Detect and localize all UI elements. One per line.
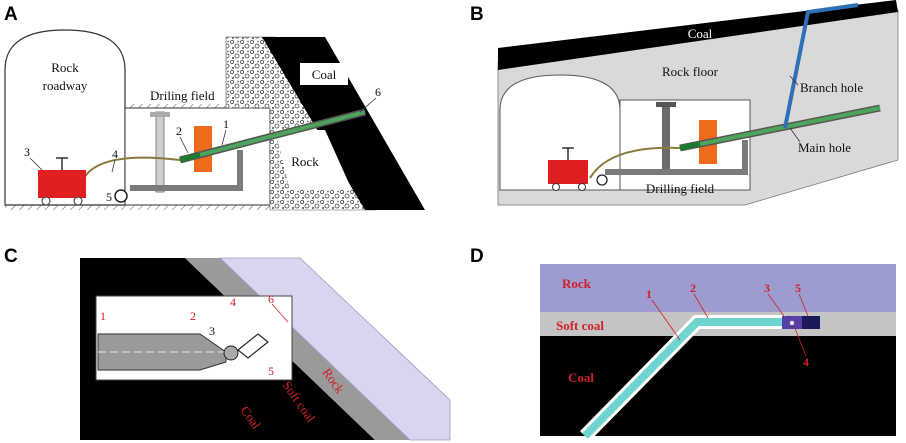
rock-roadway-label-line1: Rock	[51, 60, 79, 75]
pump-wheel-right	[73, 196, 83, 206]
pump-wheel-left	[552, 183, 560, 191]
coal-label: Coal	[688, 26, 713, 41]
label-4: 4	[803, 355, 809, 369]
label-2: 2	[176, 124, 182, 138]
leader-1	[221, 129, 227, 146]
drilling-field-label: Driling field	[150, 88, 215, 103]
panel-c: C 1 2 3 4 5 6 Coal Soft coal Rock	[4, 246, 451, 441]
pump-cart	[38, 170, 86, 198]
leader-1	[651, 299, 681, 341]
column-cap	[150, 112, 170, 117]
leader-6	[271, 303, 289, 323]
rock-block	[275, 130, 352, 190]
roadway-arch	[499, 74, 621, 191]
coal-label-box	[300, 63, 348, 85]
rock-label: Rock	[291, 154, 319, 169]
rock-floor-label: Rock floor	[662, 64, 719, 79]
drill-pipe-joint	[179, 152, 201, 163]
label-6: 6	[375, 85, 381, 99]
tool-bit	[802, 316, 820, 329]
label-3: 3	[24, 145, 30, 159]
label-5: 5	[268, 364, 274, 378]
main-hole-joint	[679, 141, 701, 151]
panel-a-letter: A	[4, 4, 18, 25]
rig-frame	[130, 150, 243, 191]
leader-6	[359, 97, 377, 113]
rock-roadway-label-line2: roadway	[43, 78, 88, 93]
label-1: 1	[100, 309, 106, 323]
main-hole-pipe	[679, 106, 881, 150]
leader-4	[111, 159, 116, 173]
leader-3	[29, 157, 43, 171]
roadway-floor-hatch	[5, 205, 125, 210]
leader-3	[767, 293, 785, 317]
drill-pipe	[179, 110, 366, 162]
hose	[589, 146, 681, 179]
rock-layer	[540, 264, 896, 312]
main-hole-label: Main hole	[798, 140, 851, 155]
panel-d-letter: D	[470, 246, 484, 267]
branch-hole-leader	[789, 75, 799, 86]
leader-4	[793, 325, 807, 357]
coal-label: Coal	[568, 370, 594, 385]
drilling-field-floor-hatch	[125, 205, 270, 210]
pulley	[596, 174, 608, 186]
label-3: 3	[764, 281, 770, 295]
pump-wheel-right	[578, 183, 586, 191]
drilling-field-label: Drilling field	[646, 181, 715, 196]
leader-2	[693, 293, 709, 319]
label-2: 2	[190, 309, 196, 323]
label-4: 4	[230, 295, 236, 309]
label-6: 6	[268, 292, 274, 306]
rig-frame	[605, 140, 748, 175]
coal-band	[498, 0, 898, 70]
drill-bit-ball	[223, 345, 239, 361]
branch-hole	[783, 3, 859, 129]
coal-label: Coal	[312, 67, 337, 82]
leader-5	[798, 293, 809, 317]
column-cap	[656, 102, 676, 107]
panel-b-letter: B	[470, 4, 484, 25]
label-4: 4	[112, 147, 118, 161]
label-1: 1	[646, 287, 652, 301]
pump-wheel-left	[41, 196, 51, 206]
support-column	[155, 111, 165, 193]
tool-sensor	[790, 321, 794, 325]
rock-roadway-arch	[4, 29, 126, 206]
main-hole-leader	[789, 127, 801, 143]
label-5: 5	[106, 190, 112, 204]
drilling-field-roof-hatch	[125, 104, 270, 108]
drill-pipe	[582, 318, 785, 439]
label-3: 3	[209, 324, 215, 338]
soft-coal-label: Soft coal	[556, 318, 604, 333]
pump-cart	[548, 160, 588, 184]
panel-b: B Coal Rock floor Branch hole Main hole	[470, 0, 899, 206]
label-5: 5	[795, 281, 801, 295]
panel-d: D Rock Soft coal Coal 1 2 3 5 4	[470, 246, 896, 441]
panel-c-letter: C	[4, 246, 18, 267]
rock-label: Rock	[562, 276, 592, 291]
support-column	[662, 104, 670, 174]
label-1: 1	[223, 117, 229, 131]
leader-2	[179, 136, 189, 154]
drill-rig	[194, 126, 212, 172]
branch-hole-label: Branch hole	[800, 80, 863, 95]
pulley	[114, 189, 128, 203]
panel-a: A Rock roadway Driling field Coal Rock	[4, 4, 425, 211]
drill-bit-head	[237, 333, 269, 359]
label-2: 2	[690, 281, 696, 295]
